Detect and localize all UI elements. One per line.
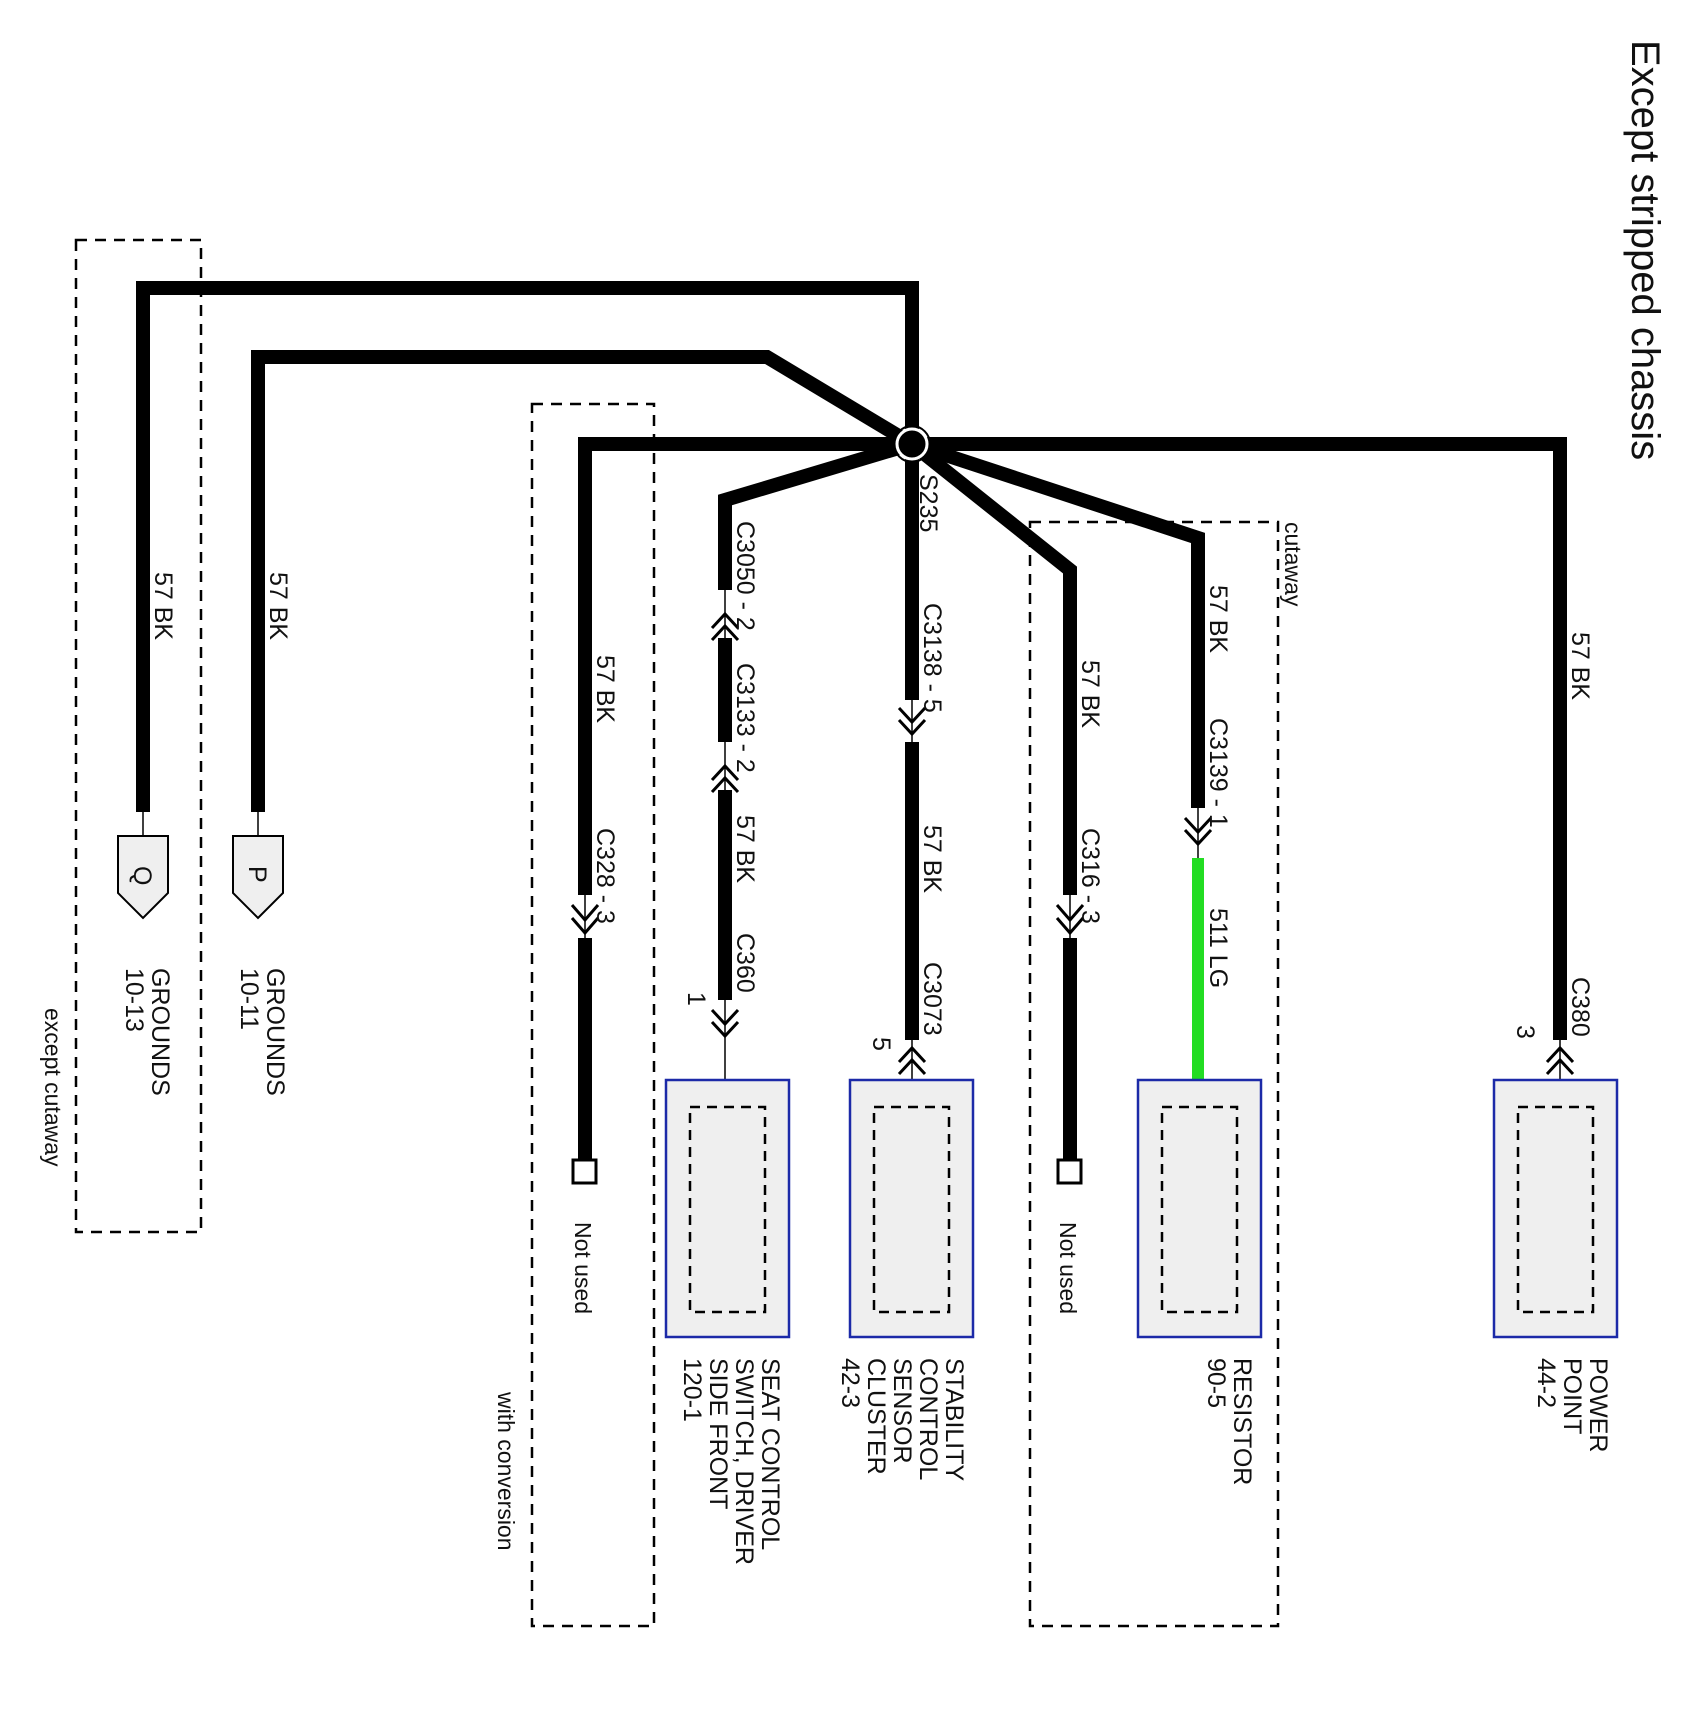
connector-label-c316: C316 - 3 xyxy=(1076,828,1104,924)
wire-to-c328 xyxy=(578,437,912,895)
seat-caption-4: 120-1 xyxy=(678,1358,706,1422)
connector-label-c3139: C3139 - 1 xyxy=(1204,718,1232,828)
connector-pin-c360: 1 xyxy=(682,992,710,1006)
stab-caption-1: STABILITY xyxy=(940,1358,968,1482)
component-seat-control-switch xyxy=(664,1078,791,1339)
wire-label-q: 57 BK xyxy=(149,572,177,640)
not-used-terminal-2 xyxy=(1056,1158,1083,1185)
power-caption-2: POINT xyxy=(1558,1358,1586,1434)
ground-p-icon xyxy=(232,835,284,920)
wire-label-c316: 57 BK xyxy=(1076,660,1104,728)
stab-caption-4: CLUSTER xyxy=(862,1358,890,1475)
wire-label-stab: 57 BK xyxy=(918,825,946,893)
connector-pin-c380: 3 xyxy=(1511,1025,1539,1039)
stab-caption-2: CONTROL xyxy=(914,1358,942,1480)
note-not-used-2: Not used xyxy=(1055,1222,1081,1314)
note-except-cutaway: except cutaway xyxy=(40,1008,66,1167)
connector-label-c328: C328 - 3 xyxy=(591,828,619,924)
wire-to-resistor xyxy=(909,437,1205,808)
connector-label-c360: C360 xyxy=(731,933,759,993)
component-power-point xyxy=(1492,1078,1619,1339)
resistor-caption-1: RESISTOR xyxy=(1228,1358,1256,1485)
connector-c3139-icon xyxy=(1183,816,1213,847)
connector-c3138-icon xyxy=(897,706,927,737)
wire-to-seat-switch xyxy=(718,437,915,590)
wire-label-p: 57 BK xyxy=(264,572,292,640)
diagram-title: Except stripped chassis xyxy=(1623,40,1667,460)
connector-c3073-icon xyxy=(897,1045,927,1076)
resistor-caption-2: 90-5 xyxy=(1202,1358,1230,1408)
ground-q-icon xyxy=(117,835,169,920)
connector-c380-icon xyxy=(1545,1045,1575,1076)
splice-label: S235 xyxy=(914,474,942,532)
seat-caption-3: SIDE FRONT xyxy=(704,1358,732,1509)
seat-caption-1: SEAT CONTROL xyxy=(756,1358,784,1550)
seat-caption-2: SWITCH, DRIVER xyxy=(730,1358,758,1565)
ground-p-caption-2: 10-11 xyxy=(235,968,263,1030)
component-resistor xyxy=(1136,1078,1263,1339)
ground-p-letter: P xyxy=(243,866,271,883)
with-conversion-box xyxy=(530,402,656,1628)
wire-to-ground-p xyxy=(251,350,916,812)
wire-label-res-lg: 511 LG xyxy=(1204,908,1232,988)
splice-s235 xyxy=(895,427,929,461)
connector-label-c3138: C3138 - 5 xyxy=(918,603,946,713)
except-cutaway-box xyxy=(74,238,203,1234)
note-with-conversion: with conversion xyxy=(493,1391,519,1551)
power-caption-1: POWER xyxy=(1584,1358,1612,1452)
wire-label-c328: 57 BK xyxy=(591,655,619,723)
wire-label-power: 57 BK xyxy=(1566,632,1594,700)
note-not-used-1: Not used xyxy=(570,1222,596,1314)
power-caption-3: 44-2 xyxy=(1532,1358,1560,1408)
component-stability-sensor xyxy=(848,1078,975,1339)
ground-q-caption-2: 10-13 xyxy=(120,968,148,1032)
connector-label-c3073: C3073 xyxy=(918,962,946,1036)
wire-to-ground-q xyxy=(136,281,919,812)
wire-label-seat: 57 BK xyxy=(731,815,759,883)
wire-to-power-point xyxy=(912,437,1567,1040)
connector-pin-c3073: 5 xyxy=(867,1037,895,1051)
stab-caption-3: SENSOR xyxy=(888,1358,916,1464)
splice-s235-ring xyxy=(893,425,931,463)
ground-p-caption-1: GROUNDS xyxy=(261,968,289,1096)
connector-c360-icon xyxy=(710,1008,740,1039)
ground-q-letter: Q xyxy=(128,866,156,885)
connector-c316-icon xyxy=(1055,904,1085,936)
connector-c3133-icon xyxy=(710,763,740,794)
stab-caption-5: 42-3 xyxy=(836,1358,864,1408)
connector-label-c380: C380 xyxy=(1566,977,1594,1037)
ground-q-caption-1: GROUNDS xyxy=(146,968,174,1096)
wire-to-c316 xyxy=(907,438,1077,895)
connector-label-c3133: C3133 - 2 xyxy=(731,663,759,773)
note-cutaway: cutaway xyxy=(1280,522,1306,607)
not-used-terminal-1 xyxy=(571,1158,598,1185)
wire-label-res: 57 BK xyxy=(1204,585,1232,653)
connector-c3050-icon xyxy=(710,611,740,642)
connector-c328-icon xyxy=(570,904,600,936)
connector-label-c3050: C3050 - 2 xyxy=(731,521,759,631)
